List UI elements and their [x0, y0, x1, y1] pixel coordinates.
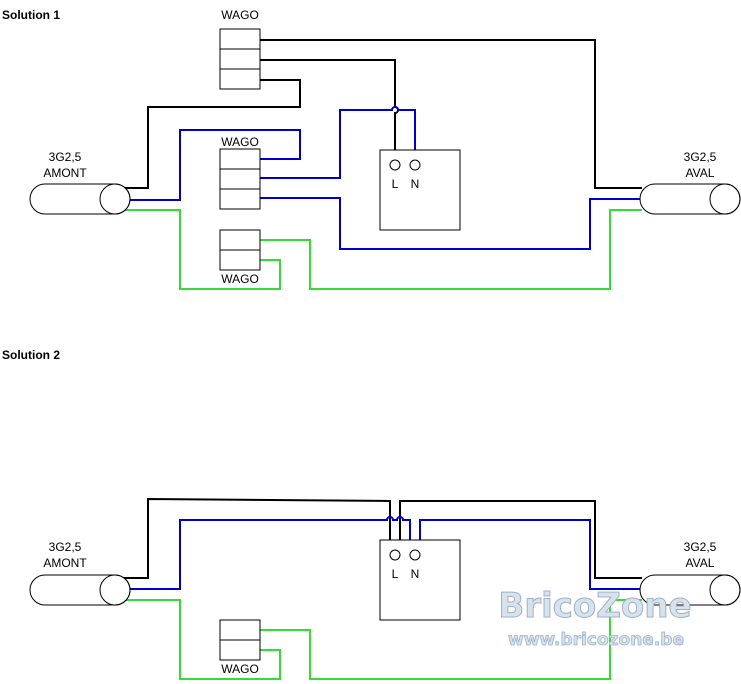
wire-neutral-wago2-to-aval [260, 197, 642, 250]
wire-neutral-amont-to-n [110, 516, 411, 590]
cable-aval-1-size: 3G2,5 [684, 150, 717, 164]
solution-2-title: Solution 2 [2, 348, 60, 362]
solution-1: Solution 1 WAGO [2, 8, 741, 290]
cable-amont-1 [29, 183, 131, 215]
cable-aval-2 [639, 574, 741, 606]
wire-live-amont-to-l [110, 497, 391, 579]
terminal-l-label-2: L [392, 567, 399, 581]
wire-earth-amont-to-wago [110, 599, 281, 680]
watermark-brand: BricoZone [498, 586, 691, 626]
cable-amont-2-size: 3G2,5 [49, 540, 82, 554]
cable-aval-1-label: AVAL [686, 166, 715, 180]
cable-aval-1 [639, 183, 741, 215]
solution-1-live-wires [110, 39, 642, 189]
terminal-n-2 [409, 549, 421, 561]
terminal-l-2 [389, 549, 401, 561]
terminal-l-label-1: L [392, 177, 399, 191]
wire-earth-wago-to-aval [260, 599, 642, 680]
wago-connector-2 [219, 148, 261, 210]
solution-2-neutral-wires [110, 516, 642, 590]
wire-neutral-amont-to-wago2 [110, 129, 301, 201]
solution-1-title: Solution 1 [2, 8, 60, 22]
solution-2-live-wires [110, 497, 642, 579]
cable-aval-2-size: 3G2,5 [684, 540, 717, 554]
wire-neutral-n-to-aval [419, 519, 642, 590]
watermark: BricoZone www.bricozone.be [498, 586, 692, 651]
terminal-l-1 [389, 159, 401, 171]
wago-connector-3 [219, 229, 261, 271]
solution-1-earth-wires [110, 209, 642, 290]
wago-label-1: WAGO [221, 8, 259, 22]
cable-amont-1-size: 3G2,5 [49, 150, 82, 164]
solution-1-neutral-wires [110, 106, 642, 250]
cable-amont-1-label: AMONT [43, 166, 87, 180]
terminal-n-label-1: N [411, 177, 420, 191]
terminal-n-1 [409, 159, 421, 171]
wago-connector-4 [219, 619, 261, 661]
wire-live-wago1-to-amont [110, 79, 301, 189]
cable-amont-2 [29, 574, 131, 606]
wago-label-4: WAGO [221, 662, 259, 676]
solution-2-earth-wires [110, 599, 642, 680]
wago-label-2: WAGO [221, 135, 259, 149]
wago-connector-1 [219, 28, 261, 90]
watermark-url: www.bricozone.be [508, 630, 684, 650]
solution-2: Solution 2 WAGO L N [2, 348, 741, 680]
terminal-n-label-2: N [411, 567, 420, 581]
wire-neutral-wago2-to-n [260, 106, 416, 179]
cable-aval-2-label: AVAL [686, 556, 715, 570]
wire-earth-amont-to-wago3 [110, 209, 281, 290]
cable-amont-2-label: AMONT [43, 556, 87, 570]
wago-label-3: WAGO [221, 272, 259, 286]
wire-earth-wago3-to-aval [260, 209, 642, 290]
wire-live-wago1-to-aval [260, 39, 642, 189]
